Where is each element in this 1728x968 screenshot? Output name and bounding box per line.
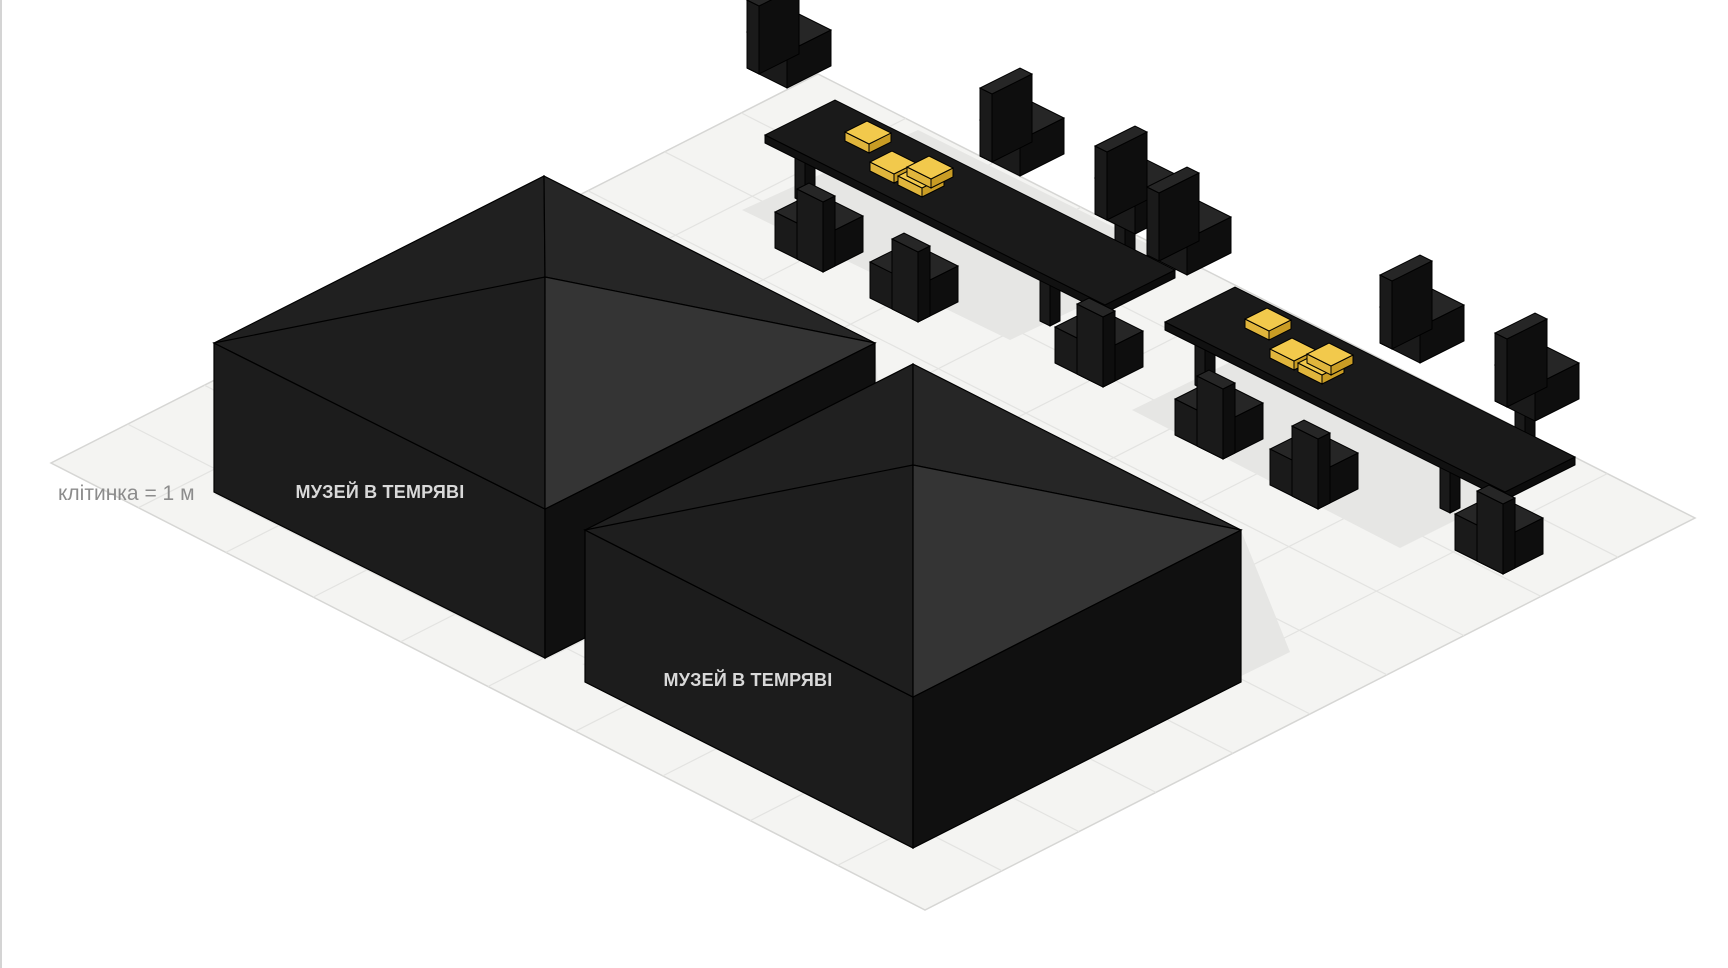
chair-back-top-face — [1475, 484, 1517, 505]
tent-2-label: МУЗЕЙ В ТЕМРЯВІ — [664, 669, 833, 690]
chair-back-left-face — [1379, 274, 1393, 350]
chair-back-left-face — [1076, 303, 1104, 388]
chair-back — [1290, 419, 1332, 510]
chair-back-left-face — [1494, 332, 1508, 408]
chair-back — [1493, 312, 1549, 408]
chair-back-top-face — [1093, 125, 1149, 153]
chair-back-left-face — [796, 188, 824, 273]
chair-back-left-face — [1094, 145, 1108, 221]
table-1 — [763, 99, 1177, 327]
chair-back-left-face — [891, 238, 919, 323]
chair-back — [1145, 166, 1201, 262]
chair-back — [1475, 484, 1517, 575]
chair-icon — [978, 67, 1066, 177]
chair-back-top-face — [978, 67, 1034, 95]
tent-2: МУЗЕЙ В ТЕМРЯВІ — [583, 363, 1243, 849]
table-items — [843, 120, 955, 198]
chair-back — [978, 67, 1034, 163]
box-icon-top-face — [1243, 307, 1293, 332]
tent-2-roof-front-right — [912, 464, 1243, 698]
chair-back-right-face — [1102, 310, 1116, 388]
chair-back-top-face — [1378, 254, 1434, 282]
box-icon-top-face — [905, 155, 955, 180]
chair-back-right-face — [1317, 432, 1331, 510]
chair-icon — [1378, 254, 1466, 364]
chair-back-right-face — [1502, 497, 1516, 575]
chair-back-top-face — [1075, 297, 1117, 318]
tent-1-roof-front-right — [544, 276, 877, 510]
chair-icon — [1493, 312, 1581, 422]
chair-icon — [773, 182, 865, 273]
table-items — [1243, 307, 1355, 385]
table-2 — [1163, 286, 1577, 514]
chair-back-left-face — [1146, 186, 1160, 262]
chair-back — [745, 0, 800, 75]
box-icon-top-face — [843, 120, 893, 145]
chair-back-left-face — [746, 0, 760, 75]
chair-back-right-face — [917, 245, 931, 323]
box-icon-top-face — [1305, 342, 1355, 367]
tent-1: МУЗЕЙ В ТЕМРЯВІ — [212, 175, 877, 659]
chair-back-top-face — [1195, 369, 1237, 390]
chair-back-left-face — [1476, 490, 1504, 575]
chair-back — [890, 232, 932, 323]
furniture-area — [745, 0, 1581, 575]
chair-back — [795, 182, 837, 273]
box-icon — [843, 120, 893, 154]
chair-back — [1378, 254, 1434, 350]
chair-icon — [1268, 419, 1360, 510]
box-icon — [1305, 342, 1355, 376]
chair-icon — [1053, 297, 1145, 388]
chair-back-left-face — [1196, 375, 1224, 460]
chair-back-top-face — [795, 182, 837, 203]
chair-icon — [1093, 125, 1181, 235]
chair-back — [1093, 125, 1149, 221]
chair-icon — [745, 0, 833, 89]
chair-back-top-face — [890, 232, 932, 253]
box-icon — [905, 155, 955, 189]
chair-icon — [868, 232, 960, 323]
scale-note: клітинка = 1 м — [58, 482, 195, 505]
tent-1-label: МУЗЕЙ В ТЕМРЯВІ — [296, 481, 465, 502]
left-border — [0, 0, 2, 968]
chair-back-left-face — [979, 87, 993, 163]
chair-back-top-face — [1290, 419, 1332, 440]
chair-back-right-face — [1222, 382, 1236, 460]
chair-back-right-face — [758, 0, 800, 75]
chair-back — [1075, 297, 1117, 388]
chair-back-right-face — [822, 195, 836, 273]
chair-back-top-face — [1493, 312, 1549, 340]
chair-back-top-face — [1145, 166, 1201, 194]
chair-icon — [1173, 369, 1265, 460]
chair-back — [1195, 369, 1237, 460]
chair-icon — [1145, 166, 1233, 276]
chair-back-left-face — [1291, 425, 1319, 510]
chair-icon — [1453, 484, 1545, 575]
box-icon — [1243, 307, 1293, 341]
chair-back-top-face — [745, 0, 773, 7]
